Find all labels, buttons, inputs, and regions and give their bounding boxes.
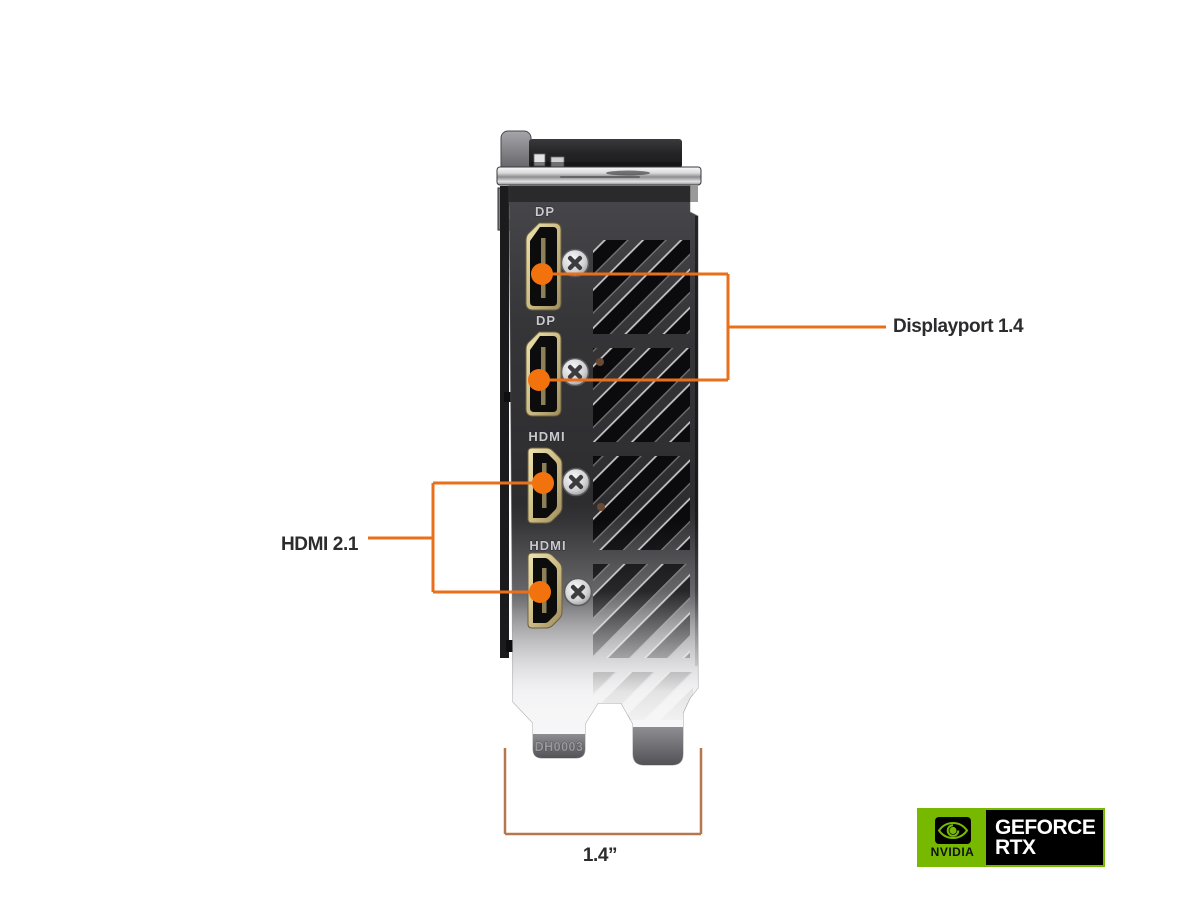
nvidia-rtx-badge: NVIDIA GEFORCE RTX [917,808,1105,867]
callout-dot [528,369,550,391]
rtx-text: RTX [995,835,1036,859]
screw-icon [561,467,591,497]
bracket-stamp-text: DH0003 [535,740,584,754]
screw-icon [560,248,590,278]
displayport-annotation: Displayport 1.4 [893,316,1024,337]
screw-icon [563,577,593,607]
callout-dot [531,263,553,285]
dimension-lines [503,748,703,836]
card-top-edge [496,130,702,186]
nvidia-wordmark: NVIDIA [930,845,975,859]
bracket-tab-right [633,727,683,765]
hdmi2-port-label: HDMI [529,538,566,553]
displayport-callout-line [539,272,886,382]
callout-dot [529,581,551,603]
dp2-port-label: DP [536,313,556,328]
nvidia-eye-icon [934,817,971,844]
rivet [596,358,604,366]
bracket-side-flange [500,186,509,658]
geforce-text: GEFORCE [995,815,1096,839]
hdmi-callout-line [368,481,543,594]
bracket-lip [496,166,702,186]
bracket-tab-left [533,734,585,758]
geforce-rtx-wordmark: GEFORCE RTX [986,810,1103,865]
card-edge-bar [529,139,682,168]
callout-dot [532,472,554,494]
hdmi1-port-label: HDMI [528,429,565,444]
nvidia-logo-panel: NVIDIA [919,810,986,865]
width-dimension-label: 1.4” [582,845,618,866]
callout-dots [528,263,554,603]
hdmi-annotation: HDMI 2.1 [280,534,358,555]
rivet [597,503,605,511]
dp1-port-label: DP [535,204,555,219]
